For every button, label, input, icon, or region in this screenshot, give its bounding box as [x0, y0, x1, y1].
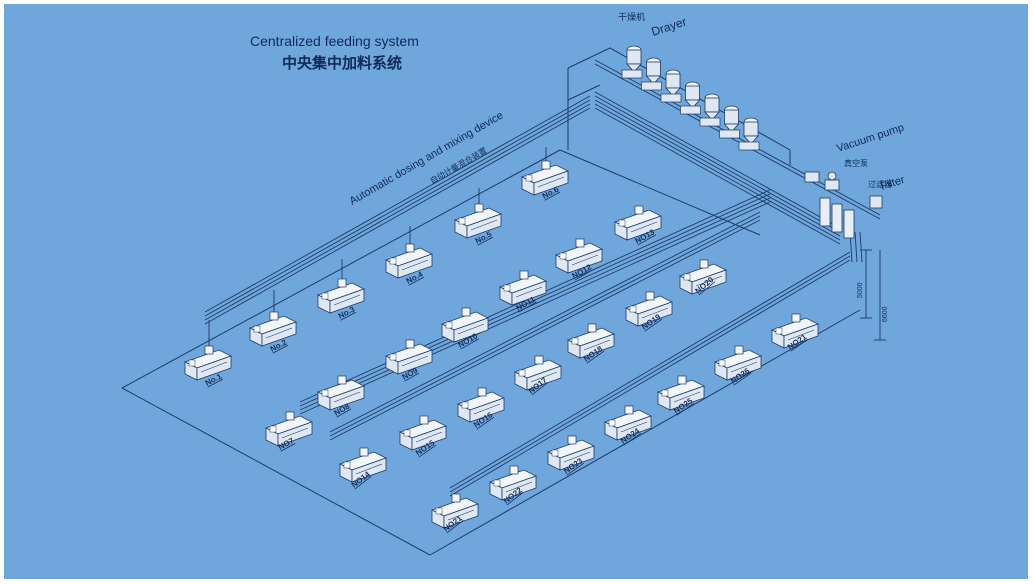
injection-machines: No.1No.2No.3No.4No.5No.6NO7NO8NO9NO10NO1…: [183, 147, 820, 534]
pipe-row-1: [204, 95, 591, 325]
dryer-group: [621, 45, 760, 151]
injection-machine: No.6: [520, 147, 570, 201]
injection-machine: NO17: [513, 355, 563, 396]
dryer-frame: [567, 47, 791, 165]
pipe-row-3: [329, 211, 761, 441]
injection-machine: NO15: [398, 415, 448, 458]
injection-machine: NO10: [440, 307, 490, 350]
injection-machine: NO22: [488, 465, 538, 506]
dryer-unit: [660, 69, 682, 103]
pipe-main-diagonal: [594, 91, 841, 245]
dryer-label-zh: 干燥机: [618, 11, 645, 22]
filter-unit: [819, 195, 883, 239]
injection-machine: No.2: [248, 290, 298, 354]
dryer-unit: [738, 117, 760, 151]
dryer-unit: [680, 81, 701, 115]
injection-machine: NO26: [713, 345, 763, 386]
dryer-unit: [621, 45, 643, 79]
filter-label-zh: 过滤器: [868, 179, 892, 189]
title-chinese: 中央集中加料系统: [282, 54, 402, 72]
dimension-5000: 5000: [857, 282, 864, 298]
injection-machine: NO25: [656, 375, 706, 416]
injection-machine: NO23: [546, 435, 596, 476]
dryer-unit: [641, 57, 662, 91]
injection-machine: NO11: [498, 270, 548, 313]
injection-machine: NO20: [678, 259, 728, 296]
dimension-6600: 6600: [882, 306, 889, 322]
vacuum-pump-unit: [804, 171, 840, 191]
floor-outline: [121, 149, 861, 556]
vacuum-pump-label-zh: 真空泵: [844, 158, 868, 168]
title-english: Centralized feeding system: [250, 33, 419, 49]
dryer-unit: [699, 93, 721, 127]
injection-machine: NO21: [770, 313, 820, 352]
injection-machine: NO19: [624, 291, 674, 332]
injection-machine: NO12: [554, 238, 604, 281]
height-dimension: [860, 249, 886, 341]
dryer-unit: [719, 105, 740, 139]
pipe-network: [204, 59, 881, 497]
injection-machine: No.3: [316, 259, 366, 321]
injection-machine: No.5: [453, 188, 503, 246]
pipe-row-4: [449, 251, 851, 497]
